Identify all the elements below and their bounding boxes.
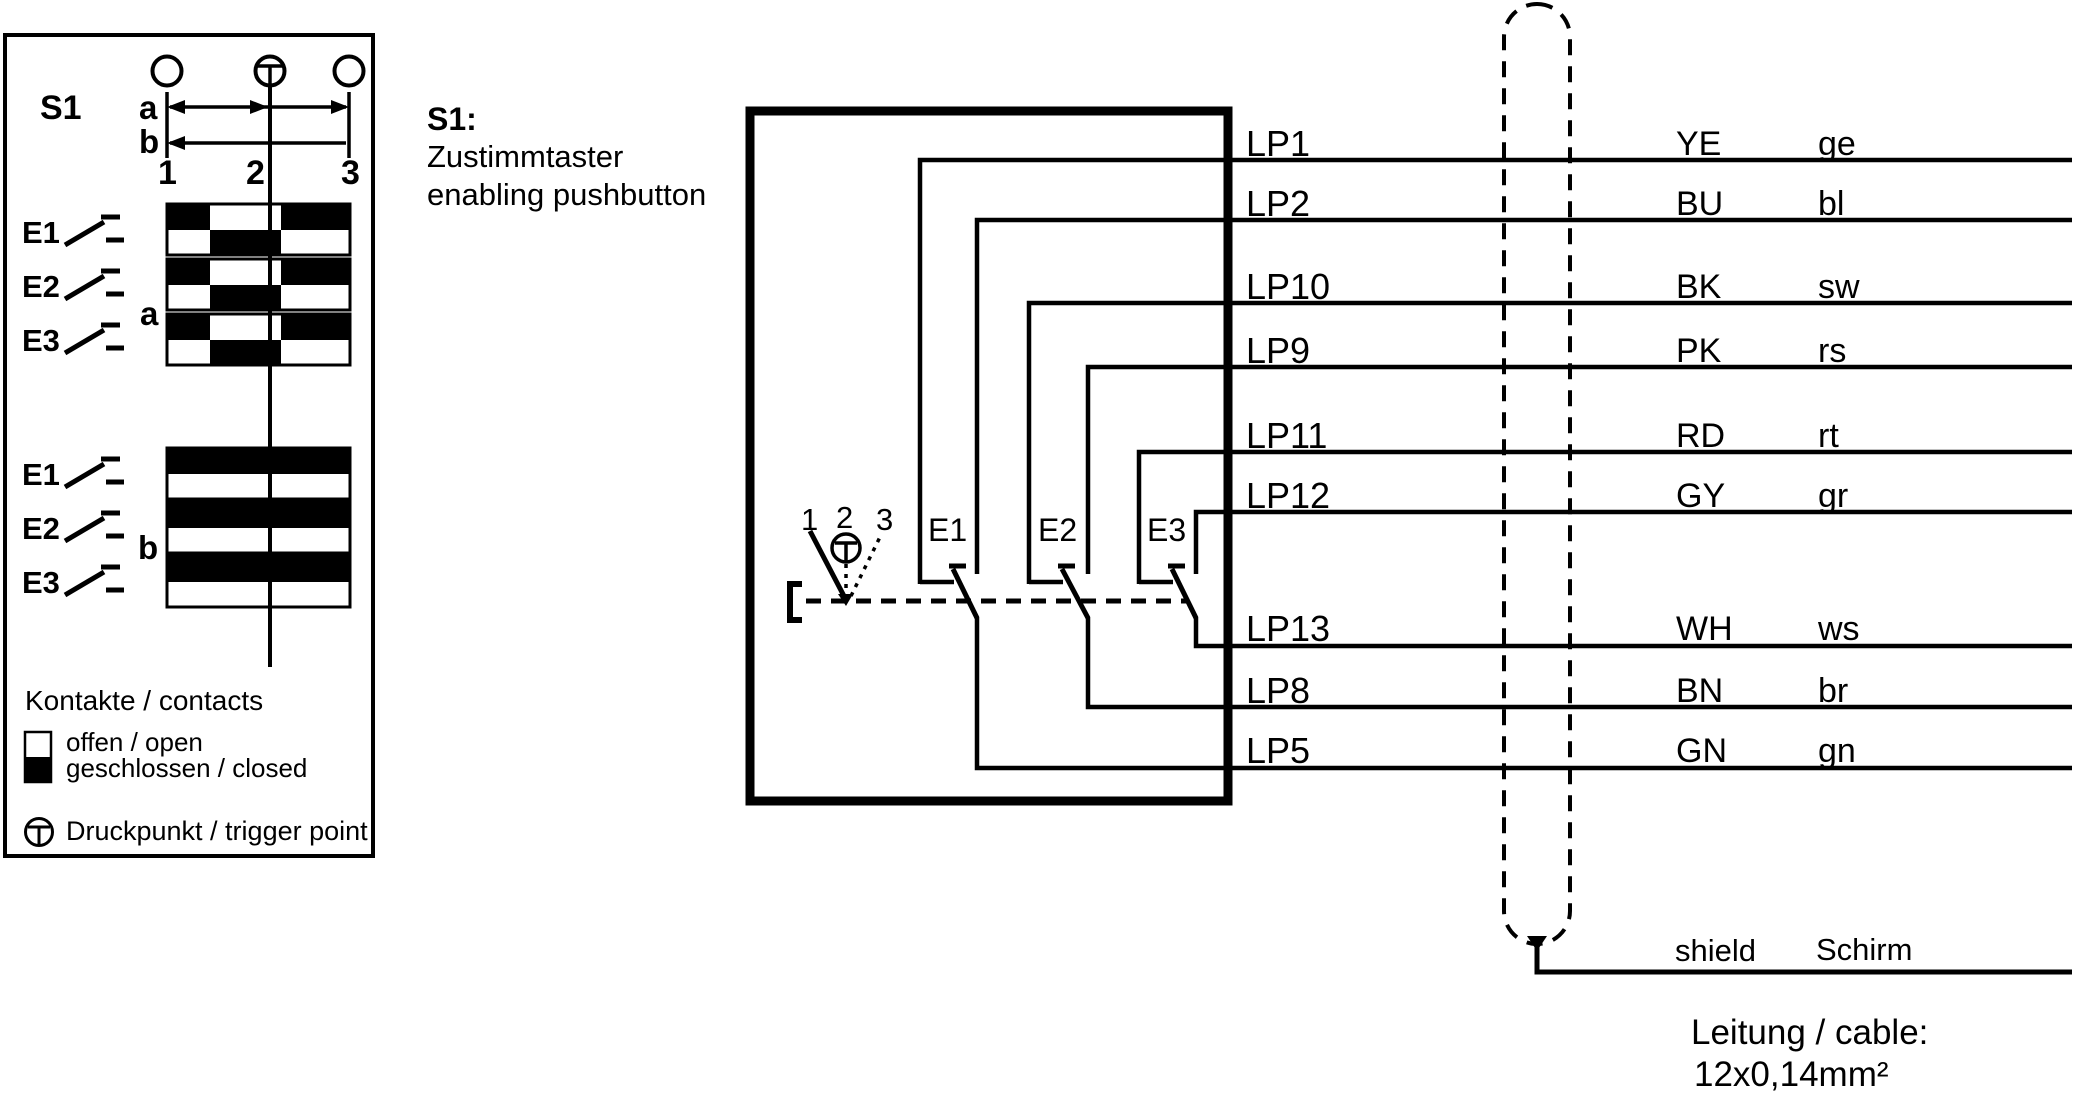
blade-e2 <box>1059 567 1091 620</box>
wire-lp2 <box>974 217 2072 574</box>
contact-b-e1: E1 <box>22 457 60 492</box>
legend-title: Kontakte / contacts <box>25 685 264 716</box>
abbr-label: rs <box>1818 332 1847 370</box>
wire-lp1 <box>917 157 2072 584</box>
shield-label-en: shield <box>1675 933 1756 968</box>
wire-lp13 <box>1193 617 2072 649</box>
abbr-label: ws <box>1818 610 1860 648</box>
wire-lp9 <box>1085 364 2072 574</box>
cable-spec-title: Leitung / cable: <box>1691 1013 1929 1052</box>
bars-a-label: a <box>140 295 159 332</box>
contact-b-e2: E2 <box>22 511 60 546</box>
shield-label-de: Schirm <box>1816 932 1913 967</box>
wire-lp5 <box>974 617 2072 771</box>
box-contact-e3: E3 <box>1147 512 1187 548</box>
color-label: GN <box>1676 732 1727 770</box>
box-pos-3: 3 <box>876 502 894 537</box>
wire-lp12 <box>1193 509 2072 574</box>
wire-lp8 <box>1085 617 2072 710</box>
legend-open-closed-swatch <box>23 730 53 784</box>
panel-border <box>3 33 375 858</box>
color-label: GY <box>1676 477 1726 515</box>
cable-spec-size: 12x0,14mm² <box>1694 1055 1889 1094</box>
box-contact-e2: E2 <box>1038 512 1078 548</box>
color-label: BU <box>1676 185 1724 223</box>
contact-bars-section-b <box>165 446 352 609</box>
blade-e3 <box>1169 567 1199 620</box>
dim-a-label: a <box>139 89 158 126</box>
contact-bars-section-a <box>165 202 352 367</box>
abbr-label: gr <box>1818 477 1849 515</box>
abbr-label: gn <box>1818 732 1856 770</box>
callout-title: S1: <box>427 101 477 137</box>
abbr-label: bl <box>1818 185 1845 223</box>
panel-pos-2: 2 <box>246 154 265 192</box>
box-contact-e1: E1 <box>928 512 968 548</box>
actuator-linkage <box>787 529 1186 623</box>
bars-b-label: b <box>138 529 159 566</box>
legend-closed-label: geschlossen / closed <box>66 753 308 783</box>
wire-lp11 <box>1136 449 2072 584</box>
switchbox-outline <box>745 106 1233 806</box>
abbr-label: rt <box>1818 417 1839 455</box>
color-label: BN <box>1676 672 1724 710</box>
panel-pos-1: 1 <box>158 154 177 192</box>
lever-position-3 <box>849 534 883 597</box>
trigger-point-icon-box <box>830 532 862 564</box>
contact-a-e3: E3 <box>22 323 60 358</box>
color-label: WH <box>1676 610 1733 648</box>
lp-label: LP12 <box>1246 475 1331 516</box>
contact-b-e3: E3 <box>22 565 60 600</box>
legend-open-label: offen / open <box>66 727 203 757</box>
lp-label: LP9 <box>1246 330 1311 371</box>
color-label: BK <box>1676 268 1722 306</box>
dim-b-label: b <box>139 123 160 160</box>
lever-pivot <box>838 594 853 606</box>
box-pos-2: 2 <box>836 500 854 535</box>
contact-a-e2: E2 <box>22 269 60 304</box>
lp-label: LP1 <box>1246 123 1311 164</box>
lever-position-1 <box>807 529 848 600</box>
shield-tap <box>1527 936 1547 951</box>
switch-contact-icons <box>63 214 124 598</box>
cable-capsule <box>1502 2 1572 946</box>
switch-blades <box>949 563 1199 620</box>
wire-lines <box>917 157 2072 771</box>
blade-e1 <box>950 567 980 620</box>
contact-a-e1: E1 <box>22 215 60 250</box>
abbr-label: ge <box>1818 125 1856 163</box>
shield-line <box>1534 944 2072 975</box>
lp-label: LP11 <box>1246 415 1328 456</box>
box-pos-1: 1 <box>801 502 819 537</box>
panel-title: S1 <box>40 89 82 127</box>
plunger-bracket <box>787 581 802 623</box>
legend-trigger-label: Druckpunkt / trigger point <box>66 816 368 846</box>
trigger-point-icon <box>258 64 282 84</box>
dimension-arrowheads <box>167 100 349 150</box>
abbr-label: br <box>1818 672 1849 710</box>
callout-line2: enabling pushbutton <box>427 177 707 212</box>
lp-label: LP5 <box>1246 730 1311 771</box>
color-label: YE <box>1676 125 1722 163</box>
abbr-label: sw <box>1818 268 1860 306</box>
color-label: PK <box>1676 332 1722 370</box>
lp-label: LP10 <box>1246 266 1331 307</box>
color-label: RD <box>1676 417 1726 455</box>
legend-trigger-point-icon <box>24 817 54 847</box>
callout-line1: Zustimmtaster <box>427 139 624 174</box>
lp-label: LP2 <box>1246 183 1311 224</box>
lp-label: LP8 <box>1246 670 1311 711</box>
lp-label: LP13 <box>1246 608 1331 649</box>
panel-pos-3: 3 <box>341 154 360 192</box>
wire-lp10 <box>1026 300 2072 584</box>
position-circles <box>150 54 366 88</box>
